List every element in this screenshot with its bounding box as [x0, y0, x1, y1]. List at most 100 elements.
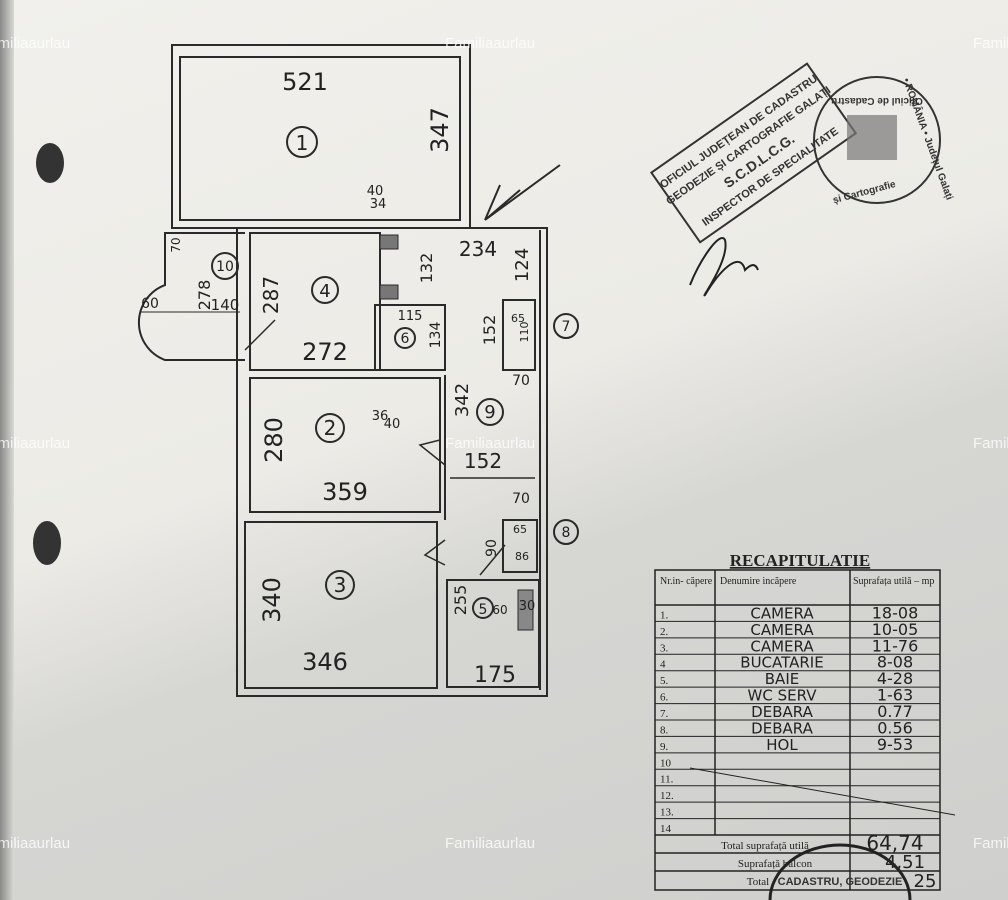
room-8 [502, 519, 538, 573]
svg-text:Familiaaurlau: Familiaaurlau [445, 435, 535, 452]
dim-label: 124 [512, 248, 533, 282]
row-nr: 6. [660, 692, 669, 704]
room-number: 5 [479, 602, 488, 618]
dim-label: 132 [417, 253, 436, 284]
cadastre-rect-stamp: OFICIUL JUDEȚEAN DE CADASTRU GEODEZIE ȘI… [649, 62, 858, 244]
room-6 [374, 304, 446, 371]
row-nr: 1. [660, 609, 669, 621]
table-row: 10 [660, 757, 672, 769]
row-nr: 4 [660, 659, 666, 671]
svg-text:Familiaaurlau: Familiaaurlau [0, 435, 70, 452]
punch-hole [36, 143, 64, 183]
row-area: 4-28 [877, 669, 913, 688]
room-7 [502, 299, 536, 371]
floor-plan [138, 44, 579, 697]
recap-table: RECAPITULATIE Nr.in- căpere Denumire inc… [654, 551, 956, 892]
room-number: 3 [334, 573, 347, 597]
row-nr: 14 [660, 823, 672, 835]
dim-label: 346 [302, 648, 348, 676]
dim-label: 175 [474, 663, 516, 688]
row-area: 18-08 [872, 603, 919, 622]
table-row: 13. [660, 807, 674, 819]
total-util-label: Total suprafață utilă [721, 840, 809, 852]
row-area: 8-08 [877, 653, 913, 672]
row-area: 1-63 [877, 686, 913, 705]
signature [689, 237, 759, 297]
room-number: 6 [401, 331, 410, 347]
room-number: 4 [319, 281, 330, 302]
row-area: 11-76 [872, 636, 919, 655]
svg-text:Familiaaurlau: Familiaaurlau [973, 435, 1008, 452]
row-nr: 3. [660, 642, 669, 654]
coat-of-arms-icon [847, 115, 897, 160]
dim-label: 234 [459, 237, 497, 261]
dim-label: 36 [372, 409, 389, 424]
floor-plan-labels: 521 1 347 4 287 272 10 278 140 60 70 2 2… [141, 68, 570, 688]
room-1 [179, 56, 461, 221]
row-area: 9-53 [877, 735, 913, 754]
dim-label: 272 [302, 338, 348, 366]
round-seal-stamp: Oficiul de Cadastru • ROMÂNIA • Județul … [813, 76, 957, 206]
total-label: Total [747, 876, 769, 888]
room-number: 9 [484, 402, 495, 423]
watermarks: Familiaaurlau Familiaaurlau Familiaaurla… [0, 35, 1008, 852]
svg-text:Familiaaurlau: Familiaaurlau [0, 35, 70, 52]
row-nr: 7. [660, 708, 669, 720]
room-10-balcony [138, 232, 245, 361]
dim-label: 70 [512, 491, 530, 507]
room-4 [249, 232, 381, 371]
row-nr: 8. [660, 724, 669, 736]
dim-label: 70 [512, 373, 530, 389]
row-name: BAIE [765, 670, 799, 688]
row-name: CAMERA [750, 604, 814, 622]
dim-label: 70 [169, 237, 183, 252]
dim-label: 40 [384, 417, 401, 432]
svg-text:Familiaaurlau: Familiaaurlau [0, 835, 70, 852]
svg-text:• ROMÂNIA • Județul Galați: • ROMÂNIA • Județul Galați [900, 76, 956, 202]
balcony-label: Suprafață balcon [738, 858, 813, 870]
dim-label: 60 [492, 603, 507, 617]
table-row: 11. [660, 774, 674, 786]
row-area: 10-05 [872, 620, 919, 639]
row-name: DEBARA [751, 703, 813, 721]
dim-label: 60 [141, 296, 159, 312]
table-row: 7. DEBARA 0.77 [660, 702, 913, 721]
svg-text:Familiaaurlau: Familiaaurlau [445, 835, 535, 852]
row-area: 0.77 [877, 702, 913, 721]
row-name: BUCATARIE [740, 654, 823, 672]
dim-label: 115 [398, 309, 423, 324]
row-name: DEBARA [751, 719, 813, 737]
dim-label: 340 [258, 577, 286, 623]
recap-title: RECAPITULATIE [730, 551, 870, 570]
dim-label: 134 [428, 322, 444, 349]
dim-label: 521 [282, 68, 328, 96]
dim-label: 65 [511, 312, 525, 325]
dim-label: 110 [518, 322, 531, 343]
header-area: Suprafața utilă – mp [853, 576, 934, 587]
dim-label: 359 [322, 478, 368, 506]
row-nr: 11. [660, 774, 674, 786]
dim-label: 40 [367, 184, 384, 199]
dim-label: 140 [211, 296, 240, 314]
dim-label: 86 [515, 550, 529, 563]
row-nr: 9. [660, 741, 669, 753]
dim-label: 287 [259, 276, 283, 314]
dim-label: 152 [464, 449, 502, 473]
table-row: 12. [660, 790, 674, 802]
table-row: 14 [660, 823, 672, 835]
page-edge-shadow [0, 0, 14, 900]
room-number: 8 [562, 525, 571, 541]
header-nr: Nr.in- căpere [660, 576, 713, 587]
apartment-outer-wall [236, 227, 548, 697]
svg-text:Oficiul de Cadastru: Oficiul de Cadastru [831, 95, 923, 106]
table-row: 4 BUCATARIE 8-08 [660, 653, 913, 672]
dim-label: 278 [195, 280, 214, 311]
header-name: Denumire incăpere [720, 576, 797, 587]
punch-hole [33, 521, 61, 565]
dim-label: 65 [513, 523, 527, 536]
